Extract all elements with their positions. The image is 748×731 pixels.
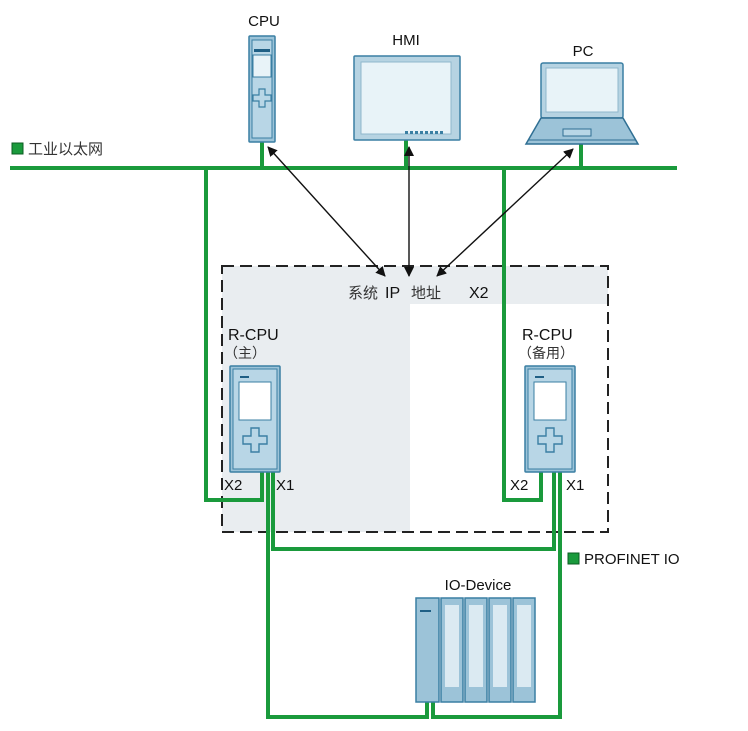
port-label: X2 [224,477,242,494]
legend-swatch-icon [11,142,24,155]
nav-cross-icon [252,88,272,108]
profinet-backup-to-io [431,472,562,719]
pc-label: PC [573,43,594,60]
rcpu-primary-name: R-CPU [228,327,279,344]
legend-ethernet-label: 工业以太网 [28,140,103,158]
system-ip-port: X2 [469,285,489,302]
system-ip-cn2: 地址 [411,284,441,302]
rcpu-backup-role: （备用） [518,345,574,362]
legend-profinet-label: PROFINET IO [584,551,680,568]
port-label: X1 [566,477,584,494]
port-label: X2 [510,477,528,494]
io-modules [440,597,536,703]
system-ip-ip: IP [385,285,400,302]
legend-industrial-ethernet: 工业以太网 [11,140,103,158]
nav-cross-icon [242,427,268,453]
system-ip-label: 系统 IP 地址 X2 [348,284,489,302]
hmi-label: HMI [392,32,420,49]
cpu-label: CPU [248,13,280,30]
primary-x2-link [204,168,264,502]
hmi-device[interactable]: HMI [353,32,461,141]
rcpu-backup[interactable]: R-CPU （备用） X2 X1 [510,327,584,494]
cpu-device[interactable]: CPU [248,13,280,143]
nav-cross-icon [537,427,563,453]
io-device-label: IO-Device [445,577,512,594]
io-device[interactable]: IO-Device [415,577,536,703]
rcpu-primary[interactable]: R-CPU （主） X2 X1 [224,327,294,494]
pc-device[interactable]: PC [524,43,640,145]
profinet-primary-to-io [266,472,429,719]
profinet-primary-to-backup [271,472,556,551]
rcpu-primary-role: （主） [224,346,266,362]
ip-access-arrows [267,146,574,277]
legend-swatch-icon [567,552,580,565]
legend-profinet: PROFINET IO [567,551,680,568]
port-label: X1 [276,477,294,494]
rcpu-backup-name: R-CPU [522,327,573,344]
profinet-ring [266,472,562,719]
backup-x2-link [502,168,543,502]
system-ip-cn1: 系统 [348,284,378,302]
